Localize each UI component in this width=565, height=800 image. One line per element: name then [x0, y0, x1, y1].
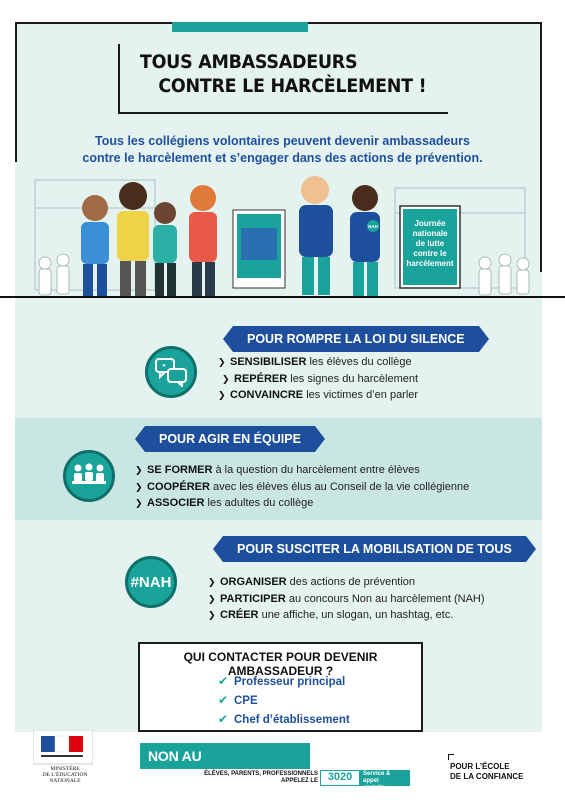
section-3-list: ❯ORGANISER des actions de prévention ❯PA… — [208, 574, 485, 624]
chevron-right-icon: ❯ — [208, 577, 216, 587]
frame-line-top-right — [308, 22, 542, 24]
list-item: ❯ORGANISER des actions de prévention — [208, 574, 485, 591]
team-meeting-icon — [63, 450, 115, 502]
subtitle-line-2: contre le harcèlement et s’engager dans … — [82, 151, 483, 165]
section-break-silence: POUR ROMPRE LA LOI DU SILENCE ❝ ❯SENSIBI… — [15, 312, 542, 418]
ecole-confiance-logo: POUR L’ÉCOLE DE LA CONFIANCE — [450, 762, 524, 781]
chevron-right-icon: ❯ — [218, 357, 226, 367]
section-banner-1: POUR ROMPRE LA LOI DU SILENCE — [223, 326, 489, 352]
sign-line-3: de lutte — [416, 239, 445, 248]
ministry-name: MINISTÈRE DE L’ÉDUCATION NATIONALE — [42, 766, 88, 784]
nah-banner: NON AU HARCÈLEMENT — [140, 743, 310, 790]
contact-title: QUI CONTACTER POUR DEVENIR AMBASSADEUR ? — [183, 650, 378, 678]
checkmark-icon: ✔ — [218, 674, 229, 688]
title-line-1: TOUS AMBASSADEURS — [139, 51, 358, 73]
contact-item: ✔Professeur principal — [218, 674, 346, 688]
chevron-right-icon: ❯ — [135, 481, 143, 492]
hashtag-nah-text: #NAH — [130, 573, 172, 591]
contact-list: ✔Professeur principal ✔CPE ✔Chef d’établ… — [218, 672, 350, 729]
list-item: ❯SENSIBILISER les élèves du collège — [218, 354, 418, 371]
chevron-right-icon: ❯ — [218, 390, 226, 400]
section-banner-2: POUR AGIR EN ÉQUIPE — [135, 426, 325, 452]
list-item: ❯COOPÉRER avec les élèves élus au Consei… — [135, 479, 469, 496]
list-item: ❯CRÉER une affiche, un slogan, un hashta… — [208, 607, 485, 624]
list-item: ❯CONVAINCRE les victimes d’en parler — [218, 387, 418, 404]
list-item: ❯PARTICIPER au concours Non au harcèleme… — [208, 591, 485, 608]
list-item: ❯ASSOCIER les adultes du collège — [135, 495, 469, 512]
checkmark-icon: ✔ — [218, 712, 229, 726]
contact-box: QUI CONTACTER POUR DEVENIR AMBASSADEUR ?… — [138, 642, 423, 732]
subtitle-line-1: Tous les collégiens volontaires peuvent … — [95, 134, 470, 148]
section-mobilisation: POUR SUSCITER LA MOBILISATION DE TOUS #N… — [15, 520, 542, 630]
speech-bubbles-icon: ❝ — [145, 346, 197, 398]
section-banner-3: POUR SUSCITER LA MOBILISATION DE TOUS — [213, 536, 536, 562]
sign-line-5: harcèlement — [406, 259, 453, 268]
chevron-right-icon: ❯ — [208, 593, 216, 604]
section-1-list: ❯SENSIBILISER les élèves du collège ❯REP… — [218, 354, 418, 404]
phone-number: 3020 — [320, 770, 360, 786]
list-item: ❯SE FORMER à la question du harcèlement … — [135, 462, 469, 479]
section-team: POUR AGIR EN ÉQUIPE ❯SE FORMER à la ques… — [15, 418, 542, 520]
chevron-right-icon: ❯ — [135, 465, 143, 475]
republique-francaise-logo — [33, 730, 93, 765]
checkmark-icon: ✔ — [218, 693, 229, 707]
sign-line-2: nationale — [412, 229, 448, 238]
contact-item: ✔Chef d’établissement — [218, 712, 350, 726]
horizon-line — [0, 296, 565, 298]
title-line-2: CONTRE LE HARCÈLEMENT ! — [158, 75, 427, 97]
list-item: ❯REPÉRER les signes du harcèlement — [218, 371, 418, 388]
subtitle: Tous les collégiens volontaires peuvent … — [40, 133, 525, 167]
nah-subtitle: ÉLÈVES, PARENTS, PROFESSIONNELS APPELEZ … — [204, 771, 318, 784]
sign-line-1: Journée — [414, 219, 446, 228]
hashtag-nah-icon: #NAH — [125, 556, 177, 608]
frame-line-title-left — [118, 44, 120, 114]
chevron-right-icon: ❯ — [135, 498, 143, 508]
contact-item: ✔CPE — [218, 693, 258, 707]
corner-mark-icon — [448, 754, 454, 760]
ambassadors-illustration: NAH Journée nationale de lutte contre le… — [34, 176, 530, 297]
frame-line-left — [15, 22, 17, 162]
frame-line-top — [15, 22, 172, 24]
svg-text:❝: ❝ — [162, 363, 166, 371]
teal-accent-tab — [172, 22, 308, 32]
section-2-list: ❯SE FORMER à la question du harcèlement … — [135, 462, 469, 512]
chevron-right-icon: ❯ — [208, 610, 216, 620]
badge-label: NAH — [368, 224, 378, 229]
sign-line-4: contre le — [413, 249, 447, 258]
page-title: TOUS AMBASSADEURS CONTRE LE HARCÈLEMENT … — [70, 50, 438, 98]
frame-line-right — [540, 22, 542, 272]
frame-line-title-bottom — [118, 112, 448, 114]
phone-tag: Service & appel gratuits — [360, 770, 410, 791]
chevron-right-icon: ❯ — [222, 373, 230, 384]
